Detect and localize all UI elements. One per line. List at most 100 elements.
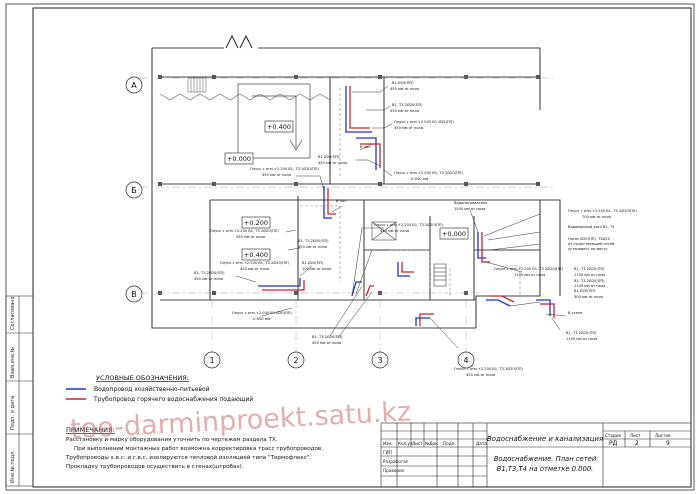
notes-title: ПРИМЕЧАНИЯ: (66, 426, 115, 434)
callout-text: В пол (360, 145, 370, 149)
callout-text: 1100 мм от пола (574, 273, 605, 277)
callout-text: 450 мм от пола (394, 126, 423, 130)
axis-lines (140, 77, 555, 352)
callout-text: Опуск с отм.+2.200 В1, Т3 2Ø20(ПП) (250, 166, 319, 171)
callout-text: Опуск с отм.+2.200 В1, Т3 2Ø20(ПП) (374, 222, 443, 227)
callout-text: В1, Т3 2Ø20(ПП) (566, 330, 597, 335)
tb-head-doc: №Док. (425, 441, 439, 446)
tb-stage-value: РД (609, 440, 618, 447)
axis-label-a: А (131, 81, 137, 90)
callout-text: В1, Т3 2Ø20(ПП) (392, 102, 423, 107)
callout-text: Опуск с отм.+2.200 В1, Т3 2Ø20(ПП) (568, 208, 637, 213)
level-label: +0.400 (267, 123, 291, 131)
callout-text: 1100 мм от пола (514, 273, 545, 277)
cold-water-pipes (258, 86, 551, 326)
callout-text: В1, Т3 2Ø20(ПП) (312, 334, 343, 339)
callout-text: 450 мм от пола (318, 161, 347, 165)
level-label: +0.200 (244, 219, 268, 227)
callout-text: Опуск с отм.+2.000 В1, Т3 2Ø20(ПП) (394, 170, 463, 175)
callout-text: В1 Ø20(ПП) (318, 154, 340, 159)
level-label: +0.400 (244, 251, 268, 259)
callout-text: Опуск с отм.+2.200 В1, Т3 2Ø20(ПП) (454, 366, 523, 371)
note-line: Прокладку трубопроводов осуществить в ст… (66, 464, 244, 470)
terrace-outline (159, 93, 331, 101)
callout-text: В1, Т3 2Ø20(ПП) (298, 238, 329, 243)
stair-well (237, 83, 311, 159)
axis-bubbles (125, 76, 475, 369)
tb-head-kol: Кол.уч. (398, 441, 414, 446)
callout-text: 450 мм от пола (298, 245, 327, 249)
callout-text: Опуск с отм.+2.200 В1, Т3 2Ø20(ПП) (494, 266, 563, 271)
tb-drawing-title: Водоснабжение. План сетей (494, 455, 597, 463)
level-boxes (224, 120, 469, 261)
legend-cold-label: Водопровод хозяйственно-питьевой (94, 386, 210, 393)
callout-text: В1 Ø20(ПП) (392, 80, 414, 85)
title-block (380, 422, 692, 488)
callout-text: 450 мм от пола (312, 341, 341, 345)
callout-text: Опуск с отм.+2.200 В1, Т3 2Ø20(ПП) (210, 228, 279, 233)
building-walls (151, 47, 561, 329)
service-lines (300, 88, 521, 296)
note-line: При выполнении монтажных работ возможна … (74, 446, 323, 452)
callout-text: 100 мм от пола (302, 267, 331, 271)
callout-text: Насос Ø20(ПП), Т3Ø20 (568, 236, 611, 241)
tb-role-gip: ГИП (383, 450, 392, 455)
leader-lines (235, 85, 567, 349)
axis-label-b: Б (131, 186, 137, 195)
callout-text: В1 Ø20(ПП) (302, 260, 324, 265)
callout-text: 300 мм от пола (574, 295, 603, 299)
callout-text: 1500 мм от пола (454, 207, 485, 211)
sheet-frame (5, 3, 695, 491)
tb-head-izm: Изм. (383, 441, 393, 446)
callout-text: 450 мм от пола (236, 235, 265, 239)
level-label: +0.000 (227, 155, 251, 163)
callout-text: -0.050 мм (410, 177, 428, 181)
callout-text: 700 мм от пола (582, 215, 611, 219)
tb-sheet-value: 2 (635, 440, 639, 447)
callout-text: от существующей сетей (568, 242, 615, 246)
callout-text: -0.050 мм (252, 317, 270, 321)
callout-text: В1, Т3 2Ø20(ПП) (574, 278, 605, 283)
axis-label-1: 1 (209, 356, 214, 365)
callout-text: 450 мм от пола (390, 109, 419, 113)
callout-text: Водонагреватель (454, 201, 487, 205)
callout-text: Опуск с отм.+2.000 В1 Ø25(ПП) (394, 119, 454, 124)
axis-label-v: В (131, 290, 137, 299)
callout-text: В пол (336, 199, 346, 203)
callout-text: 1100 мм от пола (574, 284, 605, 288)
tb-sheet-label: Лист (630, 433, 641, 438)
tb-sheets-label: Листов (655, 433, 671, 438)
entrance-doors (225, 34, 253, 49)
callout-text: В1, Т3 2Ø20(ПП) (574, 266, 605, 271)
tb-role-check: Проверил (383, 468, 405, 473)
tb-role-dev: Разработал (383, 459, 409, 464)
legend-hot-label: Трубопровод горячего водоснабжения подаю… (93, 396, 253, 403)
callout-text: В1 Ø20(ПП) (574, 288, 596, 293)
callout-text: Водомерный узел В1, Т3 (568, 225, 614, 229)
callout-text: 450 мм от пола (390, 87, 419, 91)
callout-text: В1, Т3 2Ø20(ПП) (194, 270, 225, 275)
tb-head-list: Лист (412, 441, 423, 446)
callout-text: установить по месту (568, 247, 608, 251)
callout-text: В стене (568, 311, 583, 315)
tb-drawing-title-2: В1,Т3,Т4 на отметке 0.000. (497, 465, 594, 473)
callout-text: 450 мм от пола (262, 173, 291, 177)
callout-text: 450 мм от пола (466, 373, 495, 377)
note-line: Расстановку и марку оборудования уточнит… (66, 437, 278, 443)
axis-label-4: 4 (463, 356, 468, 365)
level-label: +0.000 (442, 230, 466, 238)
tb-head-date: Дата (476, 441, 487, 446)
side-label-inv: Инв.№ подл. (10, 450, 16, 483)
side-strip (5, 295, 34, 487)
tb-head-sign: Подп. (443, 441, 456, 446)
callout-text: Опуск с отм.+2.200 В1, Т3 2Ø20(ПП) (220, 260, 289, 265)
tb-stage-label: Стадия (605, 433, 622, 438)
utility-room (371, 221, 447, 287)
drawing-frame (32, 7, 692, 488)
callout-text: 450 мм от пола (380, 229, 409, 233)
staircase (187, 77, 207, 93)
note-line: Трубопроводы х.в.с. и г.в.с. изолируются… (65, 454, 311, 461)
hot-water-pipes (262, 86, 555, 326)
legend-title: УСЛОВНЫЕ ОБОЗНАЧЕНИЯ: (96, 374, 189, 382)
tb-sheets-value: 9 (666, 440, 670, 447)
